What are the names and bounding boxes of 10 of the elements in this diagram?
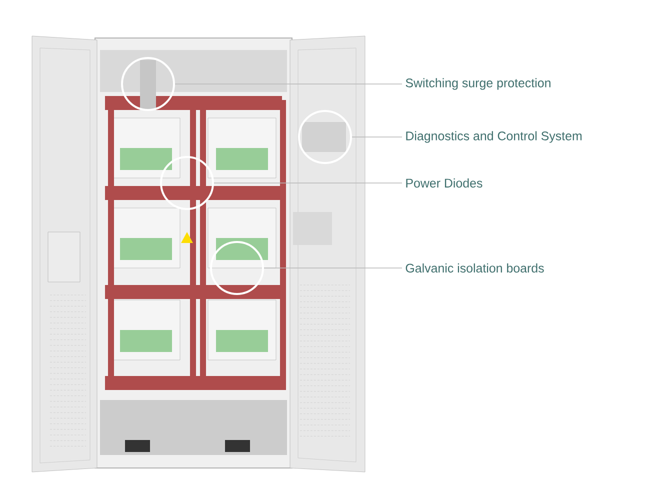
highlight-circle [121,57,175,111]
callout-label: Diagnostics and Control System [406,131,582,143]
callout-label: Power Diodes [406,178,482,188]
callout-label: Switching surge protection [406,78,550,90]
callout-label: Galvanic isolation boards [406,263,544,273]
highlight-circle [210,241,264,295]
highlight-circle [160,156,214,210]
leader-line [214,182,402,184]
highlight-circle [298,110,352,164]
leader-line [352,136,402,138]
